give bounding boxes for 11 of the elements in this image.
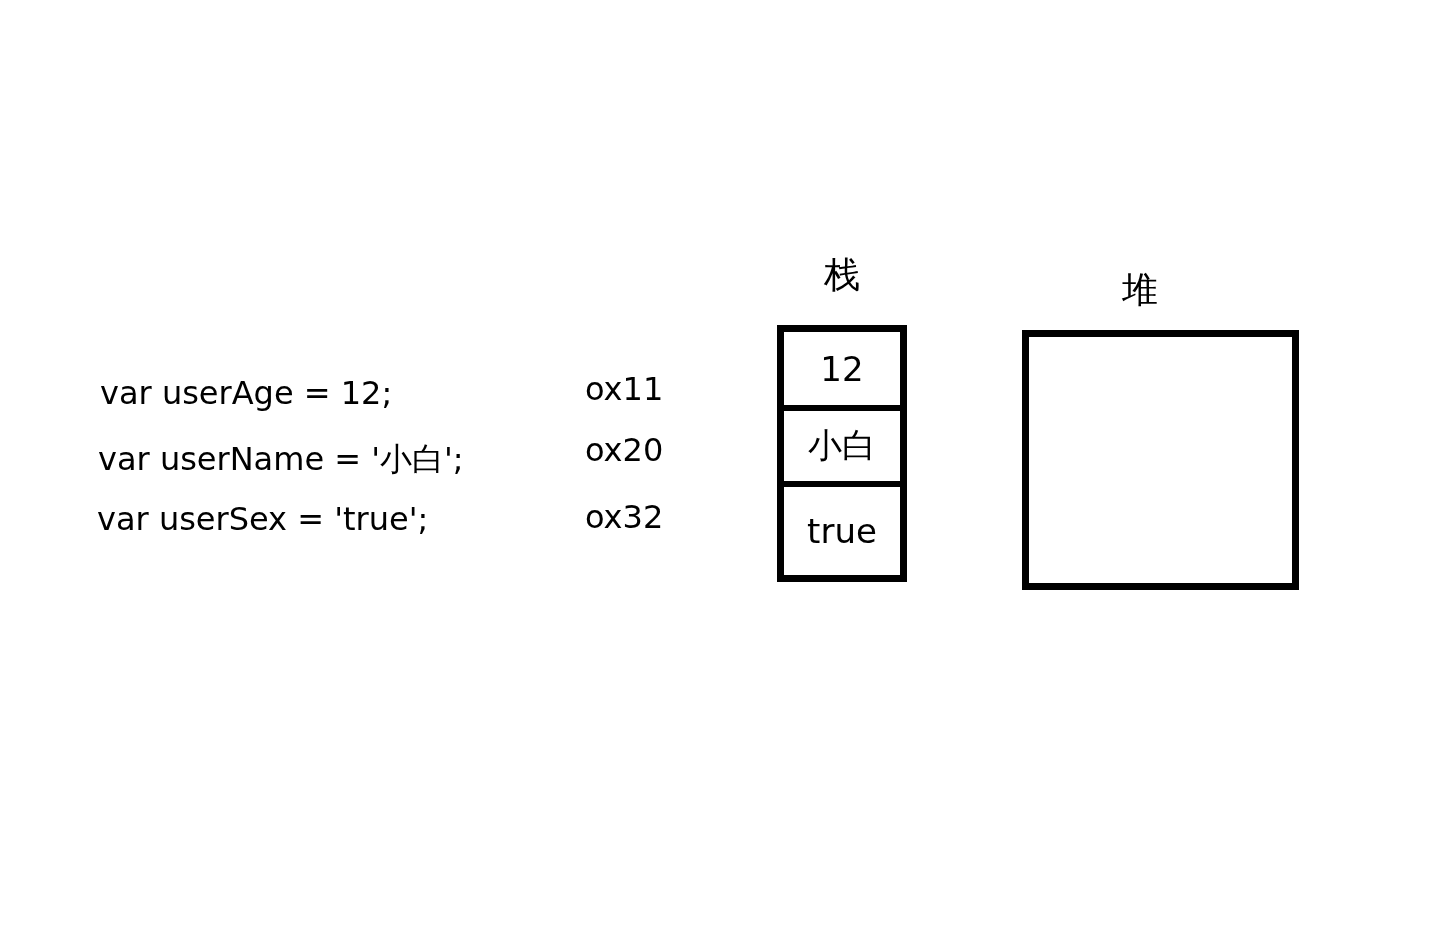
stack-slot: 小白 <box>784 411 900 487</box>
address-text: ox32 <box>585 498 664 537</box>
heap-heading: 堆 <box>1122 268 1158 312</box>
code-line: var userSex = 'true'; <box>97 500 429 539</box>
address-text: ox11 <box>585 370 664 409</box>
stack-slot: true <box>784 487 900 575</box>
address-text: ox20 <box>585 431 664 470</box>
stack-heading: 栈 <box>824 253 860 297</box>
code-line: var userAge = 12; <box>100 374 393 413</box>
stack-slot: 12 <box>784 332 900 411</box>
code-line: var userName = '小白'; <box>98 440 464 479</box>
